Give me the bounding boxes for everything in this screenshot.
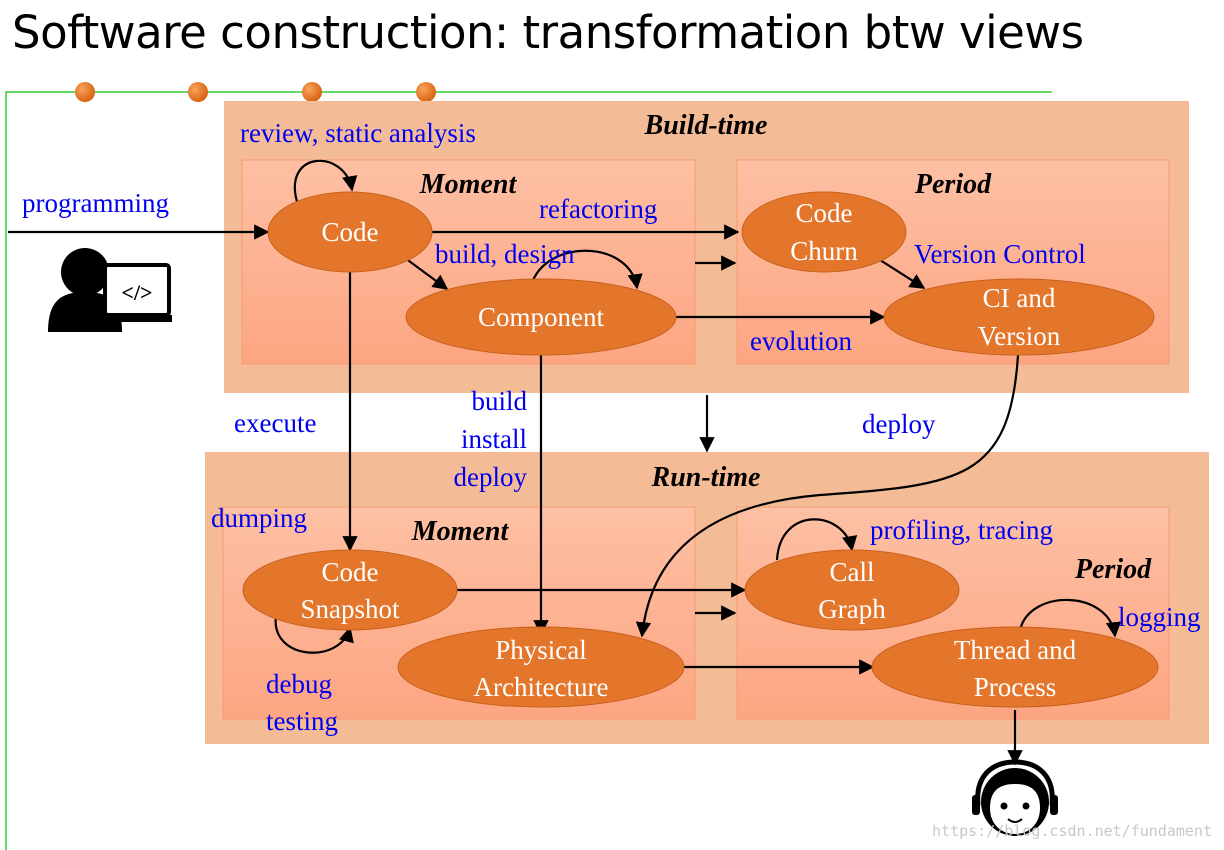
- arrow-debug-loop: [274, 615, 354, 654]
- label-dumping: dumping: [211, 503, 307, 533]
- watermark: https://blog.csdn.net/fundament: [932, 822, 1212, 840]
- label-review-static-analysis: review, static analysis: [240, 118, 476, 148]
- node-code-churn-line2: Churn: [790, 236, 858, 266]
- label-refactoring: refactoring: [539, 194, 657, 224]
- node-thread-process: Thread and Process: [871, 626, 1159, 708]
- build-period-header: Period: [914, 169, 992, 200]
- arrow-churn-ci: [879, 259, 926, 289]
- node-call-graph: Call Graph: [744, 549, 960, 631]
- arrows: [8, 159, 1122, 766]
- arrow-deploy: [635, 354, 1020, 638]
- label-debug: debug: [266, 669, 332, 699]
- bullet-dot: [416, 82, 436, 102]
- node-code-snapshot: Code Snapshot: [242, 549, 458, 631]
- label-programming: programming: [22, 188, 169, 218]
- code-tag-icon: </>: [121, 280, 152, 305]
- node-physical-line2: Architecture: [474, 672, 609, 702]
- label-testing: testing: [266, 706, 338, 736]
- node-code-snapshot-line2: Snapshot: [300, 594, 400, 624]
- run-time-header: Run-time: [651, 462, 761, 493]
- arrow-logging-loop: [1018, 598, 1122, 638]
- label-deploy-bid: deploy: [454, 462, 528, 492]
- node-code: Code: [267, 191, 433, 273]
- node-ci-version: CI and Version: [883, 278, 1155, 356]
- node-physical-architecture: Physical Architecture: [397, 626, 685, 708]
- slide-frame: [5, 91, 1052, 850]
- node-thread-line1: Thread and: [954, 635, 1077, 665]
- bullet-dot: [302, 82, 322, 102]
- node-component: Component: [405, 278, 677, 356]
- run-period-header: Period: [1074, 554, 1152, 585]
- node-code-churn-line1: Code: [796, 198, 853, 228]
- arrow-profiling-loop: [775, 518, 858, 561]
- arrow-code-component: [404, 257, 449, 290]
- build-moment-header: Moment: [419, 169, 518, 200]
- label-logging: logging: [1118, 602, 1201, 632]
- arrow-review-loop: [293, 159, 358, 206]
- node-thread-line2: Process: [974, 672, 1057, 702]
- label-build: build: [471, 386, 527, 416]
- node-ci-version-line2: Version: [978, 321, 1061, 351]
- node-call-graph-line1: Call: [830, 557, 875, 587]
- node-call-graph-line2: Graph: [818, 594, 886, 624]
- decorative-bullets: [75, 82, 436, 102]
- node-code-churn: Code Churn: [741, 191, 907, 273]
- page-title: Software construction: transformation bt…: [12, 6, 1084, 59]
- label-deploy: deploy: [862, 409, 936, 439]
- arrow-build-design-loop: [528, 249, 643, 291]
- node-physical-line1: Physical: [495, 635, 587, 665]
- label-execute: execute: [234, 408, 316, 438]
- run-moment-header: Moment: [411, 516, 510, 547]
- bullet-dot: [188, 82, 208, 102]
- bullet-dot: [75, 82, 95, 102]
- label-profiling-tracing: profiling, tracing: [870, 515, 1053, 545]
- label-version-control: Version Control: [914, 239, 1086, 269]
- build-time-header: Build-time: [644, 110, 768, 141]
- node-component-label: Component: [478, 302, 604, 332]
- support-user-icon: [972, 759, 1058, 836]
- node-code-label: Code: [322, 217, 379, 247]
- node-ci-version-line1: CI and: [983, 283, 1056, 313]
- developer-icon: </>: [48, 248, 172, 332]
- label-install: install: [461, 424, 527, 454]
- label-evolution: evolution: [750, 326, 852, 356]
- node-code-snapshot-line1: Code: [322, 557, 379, 587]
- label-build-design: build, design: [435, 239, 575, 269]
